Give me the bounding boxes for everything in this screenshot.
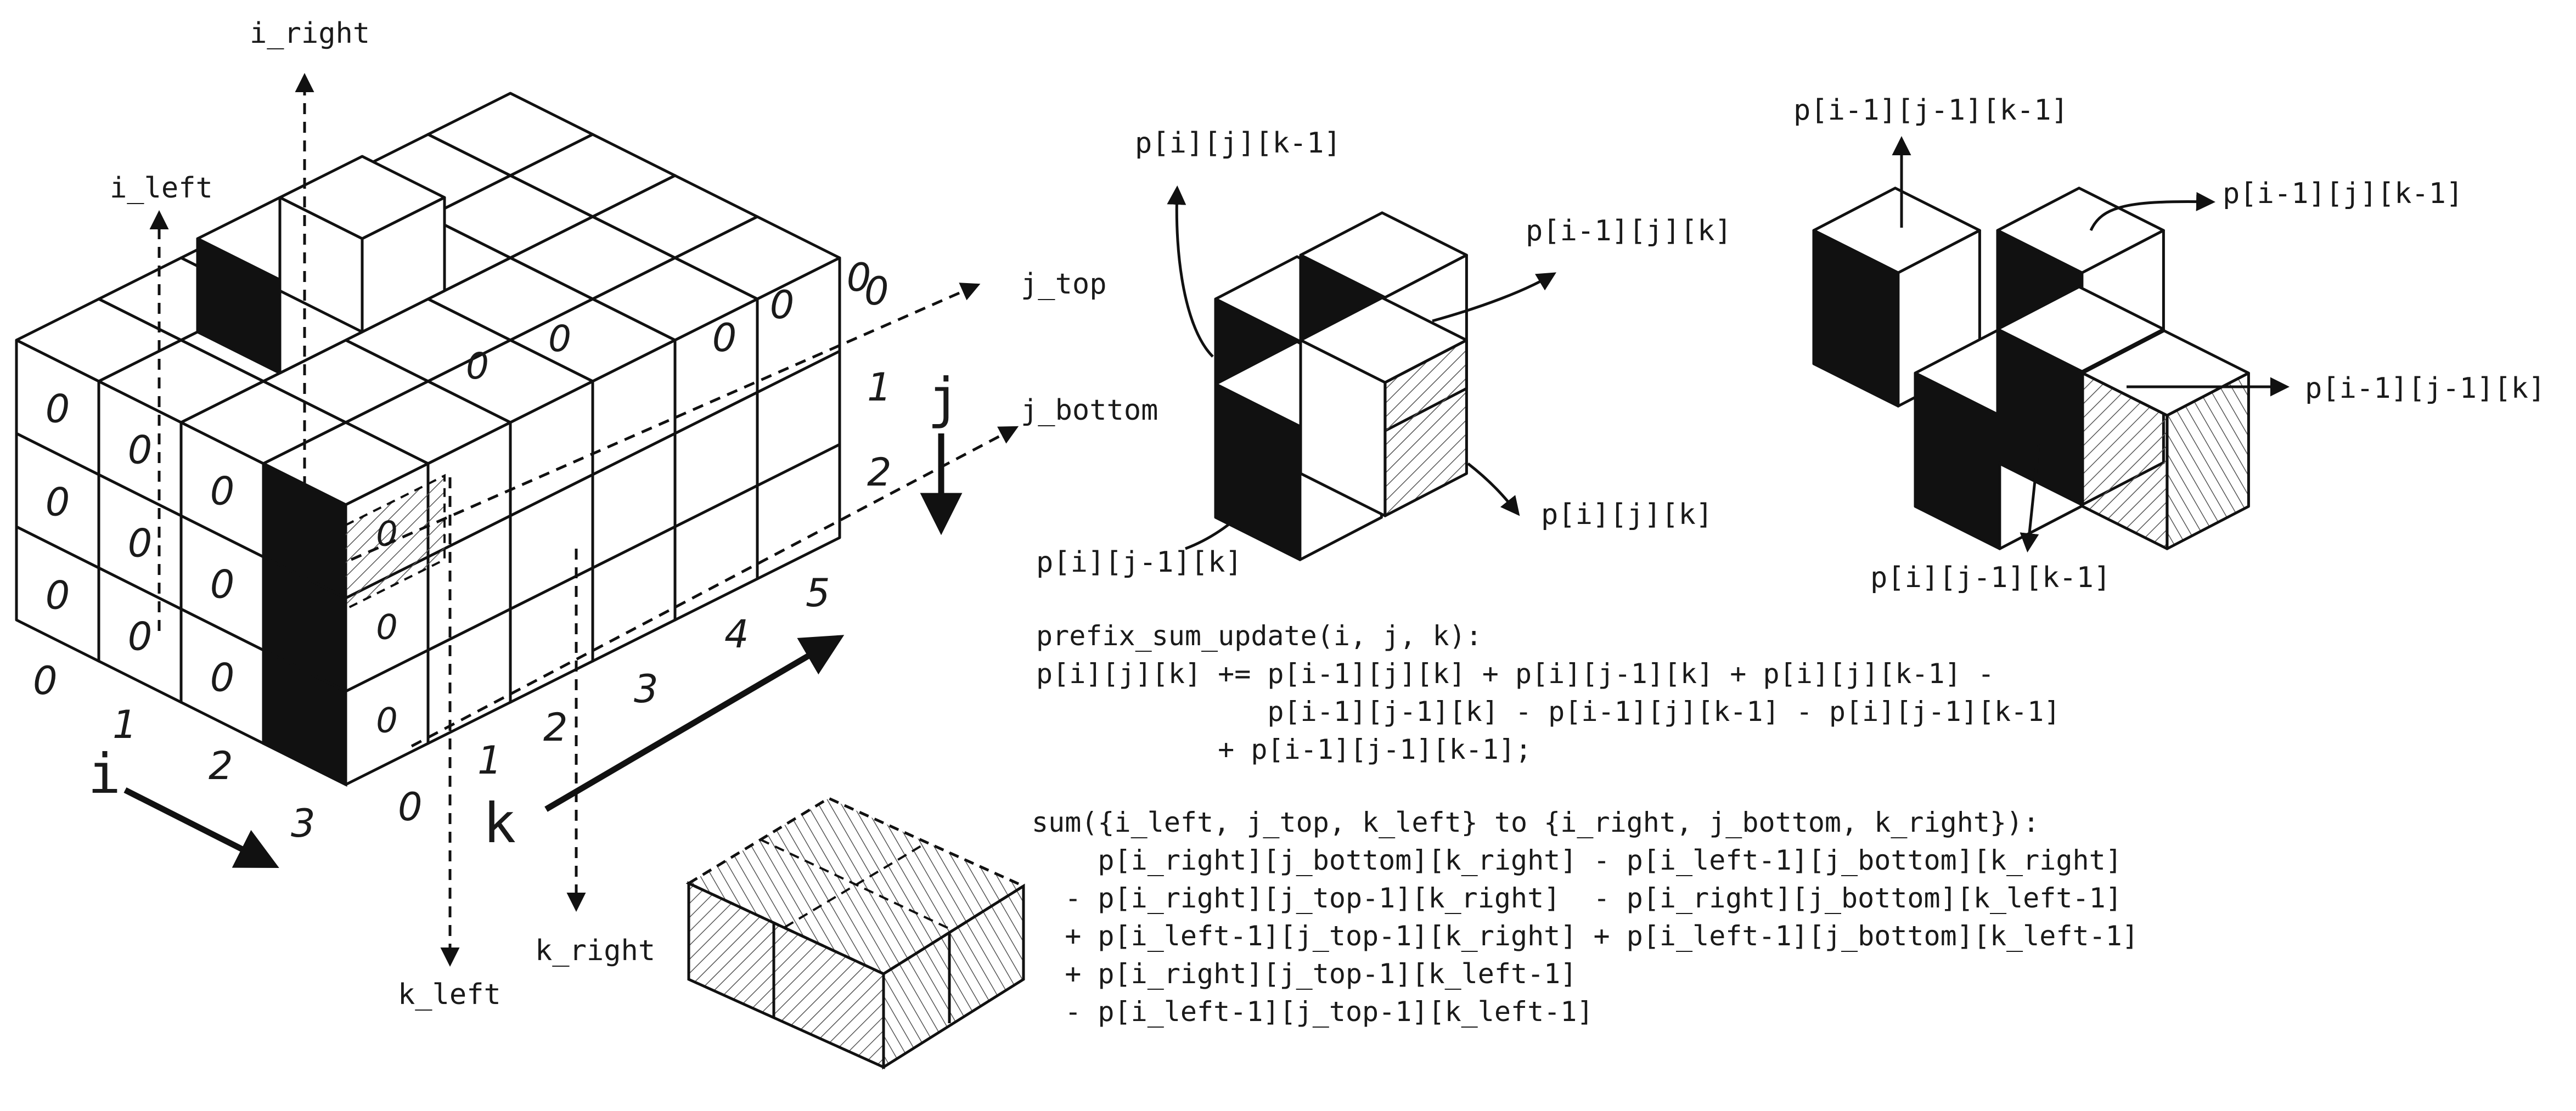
k-tick: 0 bbox=[398, 785, 423, 830]
j-axis-letter: j bbox=[927, 366, 960, 430]
arrow-p-i-j-km1 bbox=[1167, 185, 1214, 358]
k-tick: 2 bbox=[543, 705, 568, 750]
prefix-grid bbox=[15, 92, 841, 787]
cell-zero: 0 bbox=[46, 480, 70, 525]
query-box-overlay bbox=[345, 473, 446, 611]
i-tick: 3 bbox=[291, 801, 316, 846]
arrow-p-im1-j-k bbox=[1432, 272, 1557, 323]
k-axis-arrow bbox=[544, 635, 845, 812]
cell-zero: 0 bbox=[210, 562, 235, 607]
range-sum-code: sum({i_left, j_top, k_left} to {i_right,… bbox=[1032, 807, 2139, 1028]
label-p-i-j-km1: p[i][j][k-1] bbox=[1135, 127, 1341, 160]
cell-zero: 0 bbox=[46, 573, 70, 618]
j-tick: 1 bbox=[867, 365, 892, 410]
query-box-illustration bbox=[685, 797, 1027, 1070]
cell-zero: 0 bbox=[548, 318, 571, 360]
j-tick: 0 bbox=[864, 269, 889, 314]
j-axis-ticks: 0 1 2 bbox=[864, 269, 892, 495]
j-bottom-label: j_bottom bbox=[1021, 394, 1158, 427]
cell-zero: 0 bbox=[128, 614, 153, 659]
cell-zero: 0 bbox=[46, 387, 70, 432]
label-p-i-j-k: p[i][j][k] bbox=[1541, 498, 1713, 531]
neighbors-2d-cluster bbox=[1214, 211, 1468, 561]
arrow-p-i-j-k bbox=[1467, 463, 1520, 516]
i-axis-letter: i bbox=[88, 742, 121, 806]
k-tick: 4 bbox=[724, 612, 749, 657]
cell-zero: 0 bbox=[128, 521, 153, 566]
neighbors-3d-cluster bbox=[1812, 187, 2250, 550]
k-axis-ticks: 0 1 2 3 4 5 bbox=[398, 571, 830, 830]
j-bottom-arrow bbox=[410, 426, 1019, 748]
arrow-p-i-jm1-k bbox=[1185, 504, 1252, 550]
prefix-sum-update-code: prefix_sum_update(i, j, k): p[i][j][k] +… bbox=[1036, 620, 2061, 765]
cell-zero: 0 bbox=[770, 283, 795, 328]
k-tick: 1 bbox=[477, 738, 502, 783]
k-tick: 3 bbox=[634, 667, 659, 712]
cell-zero: 0 bbox=[376, 701, 397, 741]
cube-front-face bbox=[361, 196, 446, 334]
k-right-label: k_right bbox=[535, 934, 655, 967]
label-p-im1-j-km1: p[i-1][j][k-1] bbox=[2223, 177, 2463, 210]
label-p-im1-jm1-km1: p[i-1][j-1][k-1] bbox=[1793, 94, 2068, 127]
i-left-label: i_left bbox=[110, 172, 213, 205]
cell-zero: 0 bbox=[376, 514, 397, 554]
shaded-face bbox=[262, 647, 347, 787]
cell-zero: 0 bbox=[466, 345, 489, 387]
cell-zero: 0 bbox=[210, 469, 235, 514]
cell-zero: 0 bbox=[376, 607, 397, 647]
k-left-label: k_left bbox=[398, 978, 501, 1011]
cell-zero: 0 bbox=[847, 255, 871, 300]
k-axis-letter: k bbox=[483, 791, 516, 855]
hatched-region bbox=[345, 473, 446, 611]
arrow-p-i-jm1-km1 bbox=[2020, 444, 2040, 552]
cell-zero: 0 bbox=[128, 428, 153, 473]
i-tick: 1 bbox=[113, 702, 137, 747]
j-tick: 2 bbox=[867, 450, 892, 495]
i-right-label: i_right bbox=[250, 17, 370, 50]
arrow-p-im1-j-km1 bbox=[2089, 191, 2215, 232]
i-axis-ticks: 0 1 2 3 bbox=[33, 658, 316, 846]
j-top-arrow bbox=[350, 283, 981, 561]
label-p-im1-j-k: p[i-1][j][k] bbox=[1526, 215, 1732, 247]
label-p-i-jm1-km1: p[i][j-1][k-1] bbox=[1870, 561, 2111, 594]
i-tick: 0 bbox=[33, 658, 58, 703]
cell-zero: 0 bbox=[712, 315, 737, 360]
cell-zero: 0 bbox=[210, 656, 235, 701]
cluster-cube-right bbox=[1383, 339, 1468, 517]
i-axis-arrow bbox=[123, 787, 279, 868]
label-p-i-jm1-k: p[i][j-1][k] bbox=[1036, 546, 1242, 579]
label-p-im1-jm1-k: p[i-1][j-1][k] bbox=[2305, 372, 2545, 405]
i-tick: 2 bbox=[209, 743, 233, 788]
j-top-label: j_top bbox=[1021, 268, 1107, 301]
k-tick: 5 bbox=[806, 571, 830, 616]
